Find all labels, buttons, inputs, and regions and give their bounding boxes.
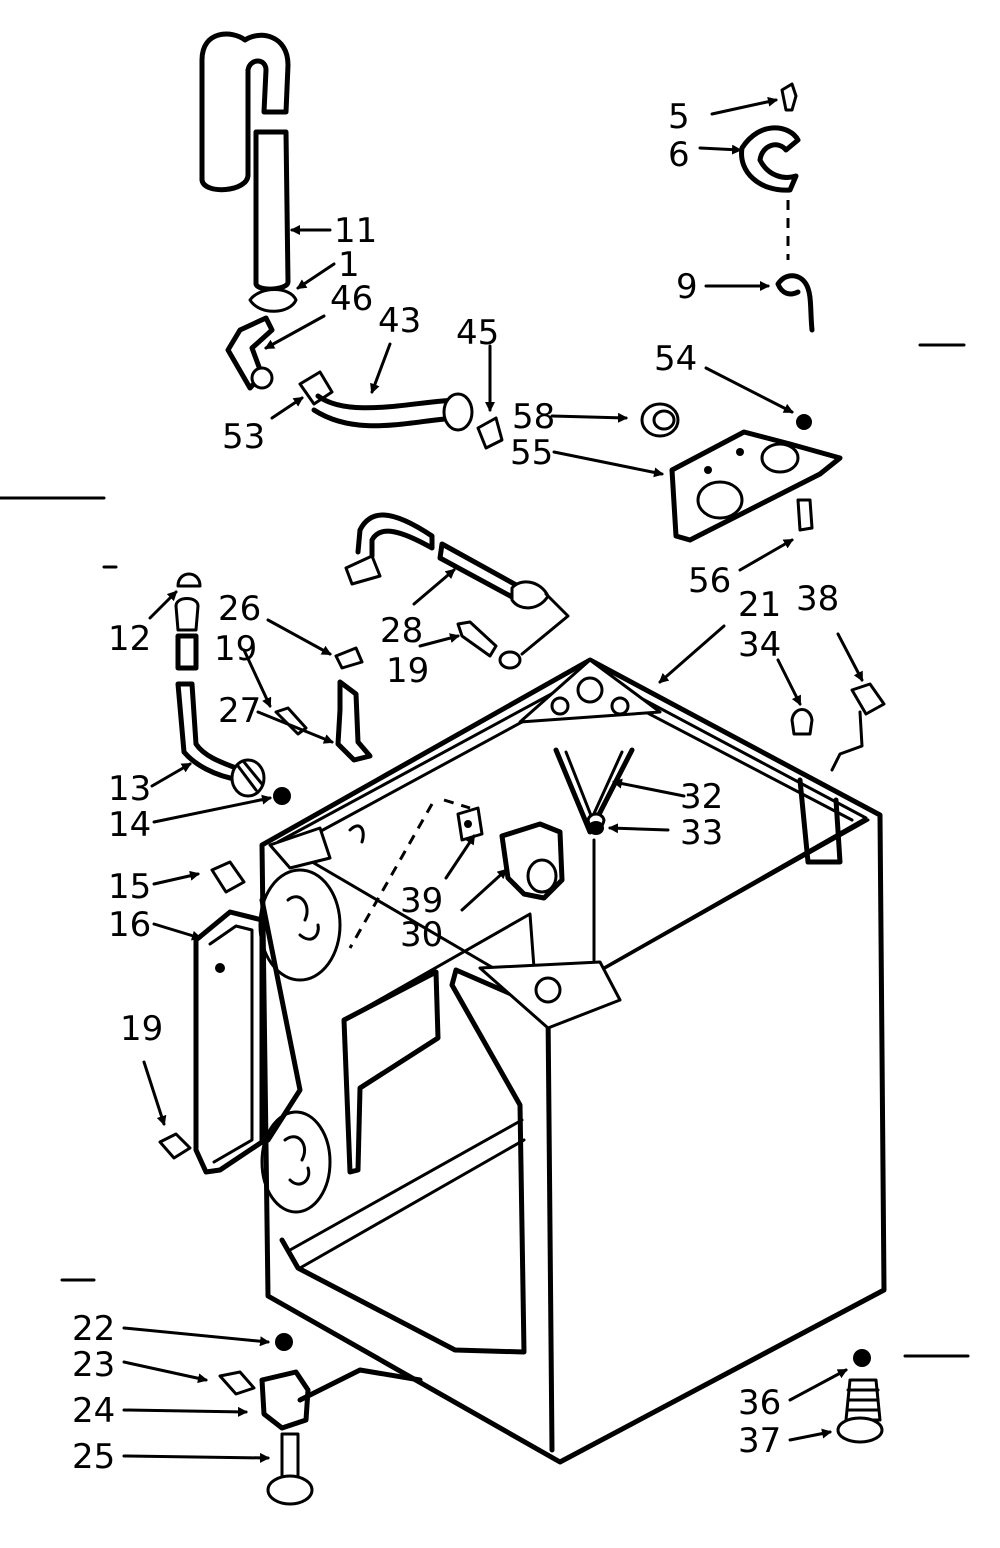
part-labels: 5 6 9 11 1 46 43 45 53 58 55 54 56 12 26… <box>72 97 839 1477</box>
label-14: 14 <box>108 805 151 845</box>
label-32: 32 <box>680 777 723 817</box>
label-46: 46 <box>330 279 373 319</box>
label-43: 43 <box>378 301 421 341</box>
label-28: 28 <box>380 611 423 651</box>
label-54: 54 <box>654 339 697 379</box>
label-58: 58 <box>512 397 555 437</box>
label-12: 12 <box>108 619 151 659</box>
label-6: 6 <box>668 135 690 175</box>
label-37: 37 <box>738 1421 781 1461</box>
drain-hose-assembly <box>199 31 504 450</box>
label-15: 15 <box>108 867 151 907</box>
label-11: 11 <box>334 211 377 251</box>
label-23: 23 <box>72 1345 115 1385</box>
label-53: 53 <box>222 417 265 457</box>
label-34: 34 <box>738 625 781 665</box>
label-22: 22 <box>72 1309 115 1349</box>
label-5: 5 <box>668 97 690 137</box>
label-1: 1 <box>338 245 360 285</box>
side-panel <box>158 860 265 1175</box>
label-16: 16 <box>108 905 151 945</box>
center-parts <box>348 682 886 962</box>
label-26: 26 <box>218 589 261 629</box>
label-19-c: 19 <box>120 1009 163 1049</box>
label-21: 21 <box>738 585 781 625</box>
cabinet <box>258 657 887 1465</box>
label-39: 39 <box>400 881 443 921</box>
upper-right-parts <box>739 82 815 333</box>
hardware-left <box>174 572 522 805</box>
label-24: 24 <box>72 1391 115 1431</box>
fill-hose <box>344 512 570 656</box>
leader-arrows <box>122 96 864 1463</box>
label-13: 13 <box>108 769 151 809</box>
label-19-a: 19 <box>214 629 257 669</box>
label-30: 30 <box>400 915 443 955</box>
label-38: 38 <box>796 579 839 619</box>
label-27: 27 <box>218 691 261 731</box>
label-55: 55 <box>510 433 553 473</box>
margin-rules <box>0 343 970 1358</box>
leveling-feet <box>218 1333 884 1506</box>
label-25: 25 <box>72 1437 115 1477</box>
label-56: 56 <box>688 561 731 601</box>
label-45: 45 <box>456 313 499 353</box>
label-19-b: 19 <box>386 651 429 691</box>
label-36: 36 <box>738 1383 781 1423</box>
bracket-assembly <box>640 402 843 543</box>
label-33: 33 <box>680 813 723 853</box>
label-9: 9 <box>676 267 698 307</box>
